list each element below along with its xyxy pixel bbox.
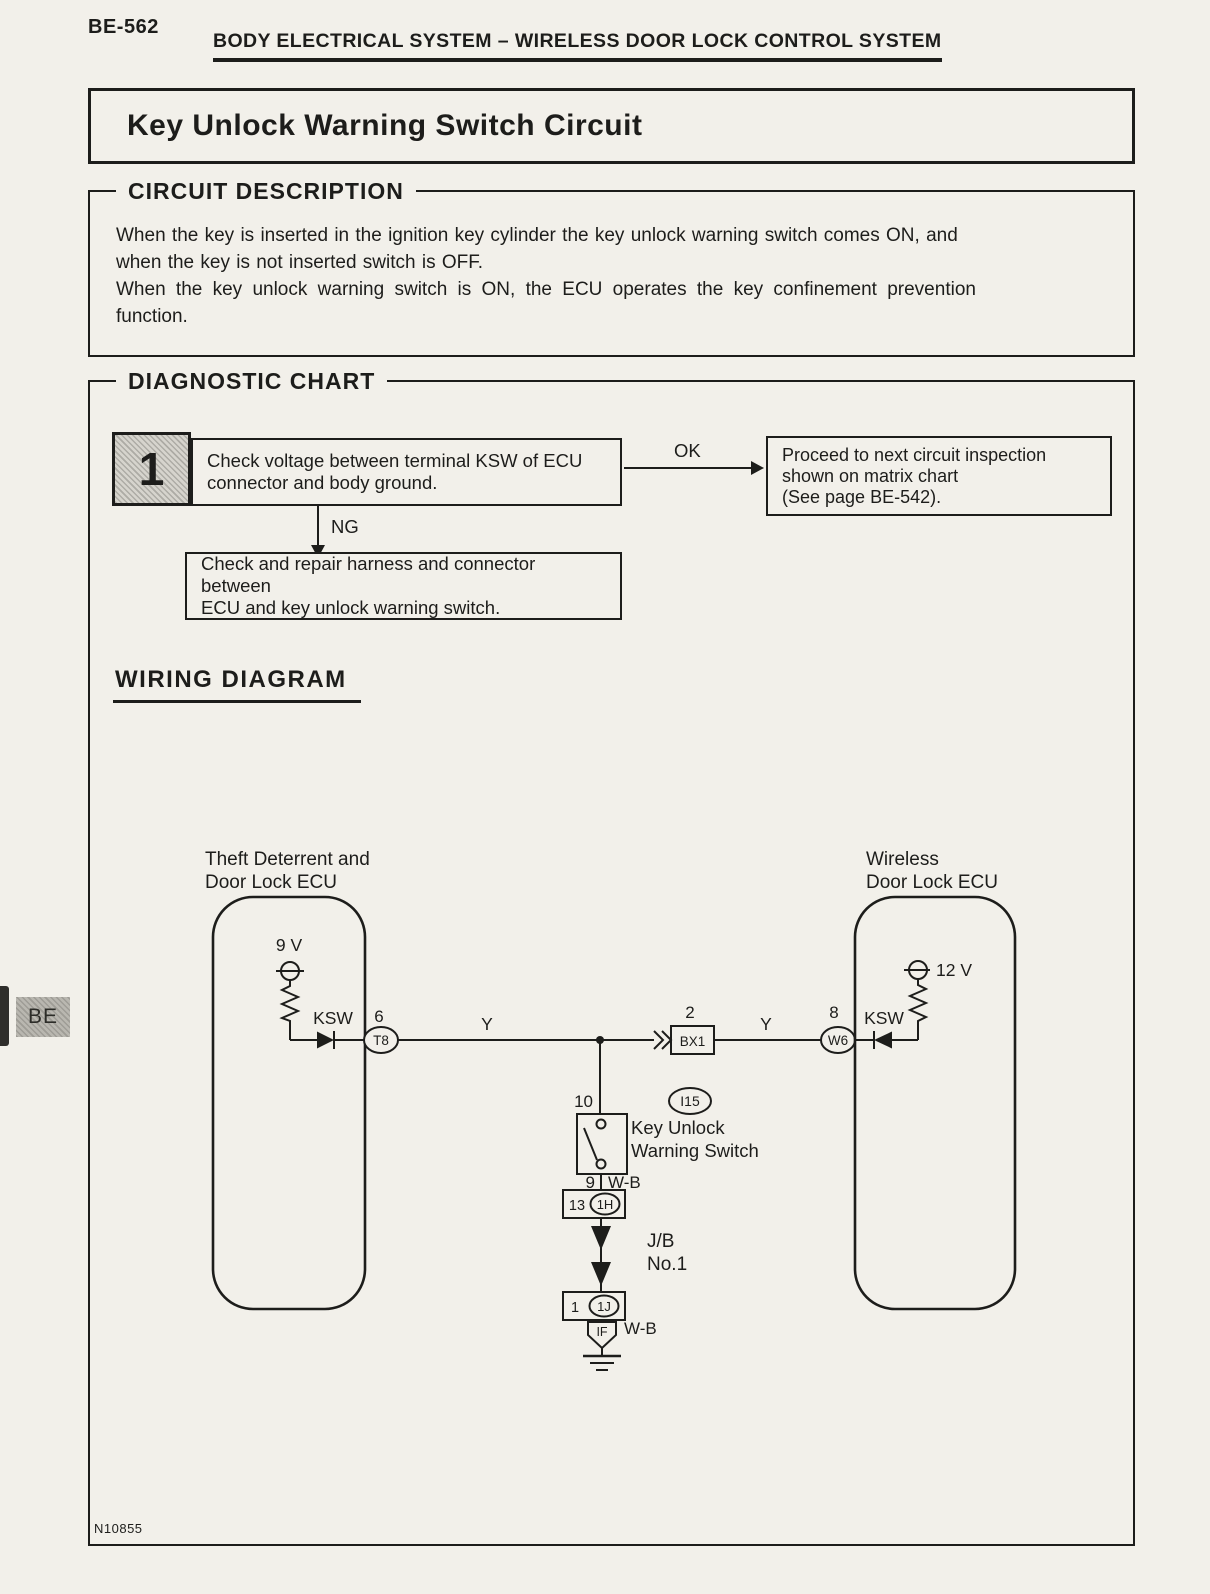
ng-label: NG xyxy=(331,516,359,537)
page-edge-mark xyxy=(0,986,9,1046)
step-instruction-box: Check voltage between terminal KSW of EC… xyxy=(191,438,622,506)
description-paragraph-2: When the key unlock warning switch is ON… xyxy=(116,279,976,327)
title-box: Key Unlock Warning Switch Circuit xyxy=(88,88,1135,164)
page-title: Key Unlock Warning Switch Circuit xyxy=(127,109,643,142)
ng-result-box: Check and repair harness and connector b… xyxy=(185,552,622,620)
left-ecu-label: Theft Deterrent and Door Lock ECU xyxy=(205,849,370,893)
ok-result-box: Proceed to next circuit inspection shown… xyxy=(766,436,1112,516)
description-paragraph-1: When the key is inserted in the ignition… xyxy=(116,225,958,273)
diagnostic-chart-section: DIAGNOSTIC CHART xyxy=(88,365,1135,1546)
diagnostic-chart-heading: DIAGNOSTIC CHART xyxy=(116,365,388,397)
wiring-diagram-heading: WIRING DIAGRAM xyxy=(113,666,361,703)
circuit-description-heading: CIRCUIT DESCRIPTION xyxy=(116,175,416,207)
figure-number: N10855 xyxy=(94,1521,143,1536)
junction-block-label: J/B No.1 xyxy=(647,1231,688,1275)
section-tab-be: BE xyxy=(16,997,70,1037)
ok-arrow-line xyxy=(624,467,754,469)
ok-arrow-head-icon xyxy=(751,461,764,475)
ng-arrow-line xyxy=(317,506,319,548)
header-title: BODY ELECTRICAL SYSTEM – WIRELESS DOOR L… xyxy=(213,30,942,62)
switch-label: Key Unlock Warning Switch xyxy=(631,1117,759,1161)
step-number-box: 1 xyxy=(112,432,191,506)
circuit-description-section: CIRCUIT DESCRIPTION When the key is inse… xyxy=(88,175,1135,357)
ok-label: OK xyxy=(674,440,701,461)
page-code: BE-562 xyxy=(88,16,159,38)
right-ecu-label: Wireless Door Lock ECU xyxy=(866,849,998,893)
